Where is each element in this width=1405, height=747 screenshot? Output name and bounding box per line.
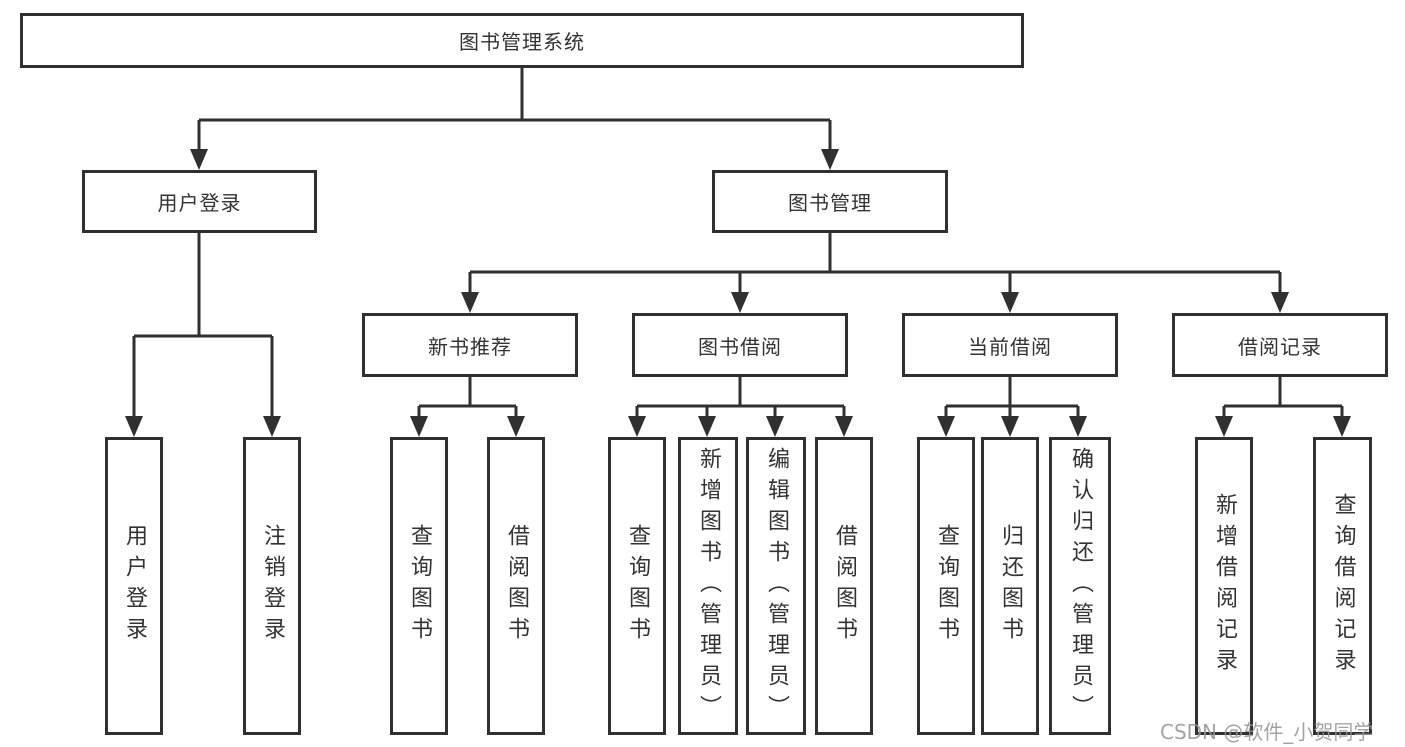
leaf-logout: 注销登录 [243, 437, 301, 735]
node-label: 新书推荐 [428, 334, 512, 359]
leaf-label: 借阅图书 [832, 524, 857, 648]
leaf-edit-book-admin: 编辑图书（管理员） [746, 437, 806, 735]
leaf-label: 新增图书（管理员） [696, 446, 721, 726]
leaf-label: 注销登录 [260, 524, 285, 648]
node-current-borrowing: 当前借阅 [902, 313, 1118, 377]
arrowheads [125, 149, 1351, 437]
node-label: 借阅记录 [1238, 334, 1322, 359]
leaf-label: 查询借阅记录 [1330, 493, 1356, 679]
node-borrowing-records: 借阅记录 [1172, 313, 1388, 377]
leaf-label: 查询图书 [407, 524, 432, 648]
node-root-system: 图书管理系统 [20, 13, 1024, 68]
leaf-label: 查询图书 [934, 524, 959, 648]
node-root-label: 图书管理系统 [459, 30, 585, 54]
node-label: 用户登录 [157, 191, 242, 215]
csdn-watermark: CSDN @软件_小贺同学 [1160, 720, 1374, 744]
leaf-add-borrow-record: 新增借阅记录 [1195, 437, 1253, 735]
node-label: 图书借阅 [698, 334, 782, 359]
node-new-book-recommend: 新书推荐 [362, 313, 578, 377]
node-book-borrowing: 图书借阅 [632, 313, 848, 377]
leaf-user-login: 用户登录 [105, 437, 163, 735]
node-label: 当前借阅 [968, 334, 1052, 359]
leaf-label: 新增借阅记录 [1212, 493, 1237, 679]
leaf-label: 编辑图书（管理员） [764, 446, 789, 726]
leaf-newrec-borrow-book: 借阅图书 [487, 437, 545, 735]
leaf-borrow-borrow-book: 借阅图书 [815, 437, 873, 735]
leaf-return-book: 归还图书 [981, 437, 1039, 735]
leaf-add-book-admin: 新增图书（管理员） [678, 437, 738, 735]
node-label: 图书管理 [788, 191, 872, 215]
leaf-confirm-return-admin: 确认归还（管理员） [1049, 437, 1111, 735]
node-user-login-branch: 用户登录 [82, 170, 317, 233]
leaf-borrow-query-book: 查询图书 [608, 437, 666, 735]
leaf-label: 归还图书 [998, 524, 1023, 648]
leaf-newrec-query-book: 查询图书 [390, 437, 448, 735]
leaf-label: 借阅图书 [504, 524, 529, 648]
node-book-management: 图书管理 [712, 170, 948, 233]
leaf-label: 确认归还（管理员） [1068, 446, 1093, 726]
leaf-label: 用户登录 [122, 524, 147, 648]
leaf-current-query-book: 查询图书 [917, 437, 975, 735]
leaf-label: 查询图书 [625, 524, 650, 648]
leaf-query-borrow-record: 查询借阅记录 [1313, 437, 1372, 735]
